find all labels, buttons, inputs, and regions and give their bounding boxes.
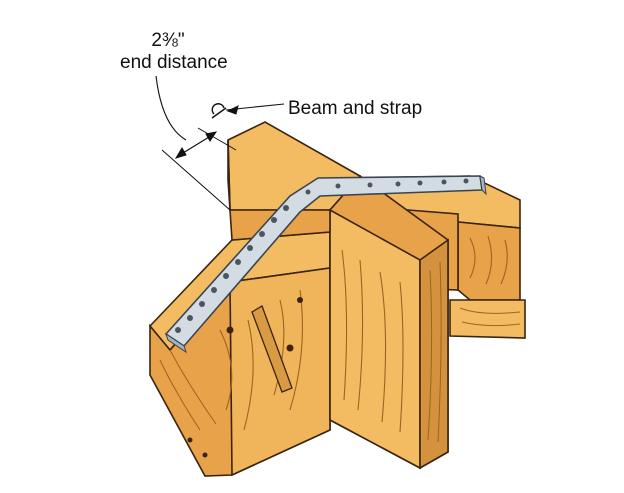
strap-tie [164,175,487,354]
centerline-symbol [211,103,285,119]
end-distance-dimension [155,75,237,211]
strap-holes [175,178,469,333]
center-beam [227,121,449,470]
end-distance-value: 2⅜" [151,30,185,51]
end-distance-label: 2⅜" end distance [120,30,228,74]
beam-and-strap-label: Beam and strap [288,98,423,119]
end-distance-text: end distance [120,52,228,73]
